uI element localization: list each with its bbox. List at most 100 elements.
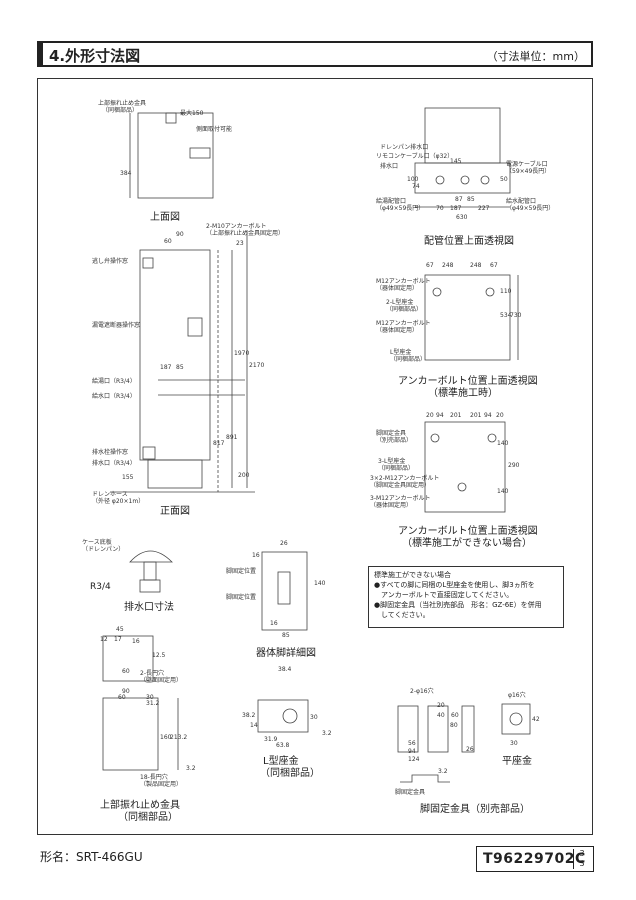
dim-891: 891 (226, 434, 238, 441)
label-water-pipe: 給水配管口 (506, 198, 537, 205)
dim-63.8: 63.8 (276, 742, 290, 749)
anchor2-hole-c (457, 482, 467, 492)
label-drain-window: 排水栓操作窓 (92, 449, 129, 456)
dim-630: 630 (456, 214, 468, 221)
label-case-bottom: ケース底板 (82, 539, 112, 546)
label-hot-out: 給湯口（R3/4） (92, 378, 136, 385)
label-m12a-sub: （器体固定用） (376, 285, 419, 292)
dim-40: 40 (437, 712, 445, 719)
label-hole18: 18-長円穴 (140, 774, 168, 781)
dim-94c: 94 (408, 748, 416, 755)
dim-16a: 16 (252, 552, 260, 559)
document-code-box: T96229702C 3 3 (476, 846, 594, 872)
caption-lbracket-line2: （同梱部品） (260, 768, 320, 779)
label-upper-stopper-sub: （同梱部品） (102, 107, 139, 114)
dim-94a: 94 (436, 412, 444, 419)
front-unit-body (139, 249, 211, 461)
dim-534: 534 (500, 312, 512, 319)
caption-front-view: 正面図 (160, 506, 190, 517)
note-line-4: してください。 (374, 611, 430, 619)
dim-60b: 60 (118, 694, 126, 701)
label-drain-hose: ドレンホース (92, 491, 128, 498)
lwasher-plate (257, 699, 309, 733)
drain-window (142, 446, 156, 460)
dim-187: 187 (160, 364, 172, 371)
drawing-frame (37, 78, 593, 835)
anchor2-hole-l (430, 433, 440, 443)
label-side-mount: 側面取付可能 (196, 126, 233, 133)
anchor1-hole-r (485, 287, 495, 297)
page-indicator: 3 3 (573, 849, 590, 869)
dim-16b: 16 (270, 620, 278, 627)
caption-fixing: 脚固定金具（別売部品） (420, 804, 530, 815)
label-leg-fix: 脚固定金具 (376, 430, 407, 437)
label-lwasher: 2-L型座金 (386, 299, 414, 306)
dim-14: 14 (250, 722, 258, 729)
caption-fixing-small: 脚固定金具 (395, 789, 426, 796)
leg-plate (261, 551, 308, 631)
label-power-cable-sub: （59×49長円） (506, 168, 551, 175)
label-m12d-sub: （器体固定用） (370, 502, 413, 509)
flat-washer-hole (509, 712, 523, 726)
unit-note: （寸法単位：mm） (486, 50, 585, 63)
dim-26: 26 (280, 540, 288, 547)
label-m12b: M12アンカーボルト (376, 320, 431, 327)
caption-anchor2-line1: アンカーボルト位置上面透視図 (398, 526, 538, 537)
dim-16c: 16 (132, 638, 140, 645)
label-l3: 3-L型座金 (378, 458, 406, 465)
dim-90: 90 (176, 231, 184, 238)
dim-12: 12 (100, 636, 108, 643)
label-drain-port: 排水口（R3/4） (92, 460, 136, 467)
label-water-in: 給水口（R3/4） (92, 393, 136, 400)
label-drain-port2: 排水口 (380, 163, 399, 170)
label-relief: 逃し弁操作窓 (92, 258, 129, 265)
dim-248b: 248 (470, 262, 482, 269)
top-view-bracket (165, 112, 177, 124)
dim-187b: 187 (450, 205, 462, 212)
anchor1-body (424, 274, 511, 361)
caption-lbracket-line1: L型座金 (263, 756, 299, 767)
dim-730: 730 (510, 312, 522, 319)
dim-23: 23 (236, 240, 244, 247)
dim-200: 200 (238, 472, 250, 479)
drain-dome (129, 550, 173, 563)
dim-140: 140 (314, 580, 326, 587)
label-lwasher2-sub: （同梱部品） (390, 356, 427, 363)
caption-upper-line1: 上部振れ止め金具 (100, 800, 180, 811)
caption-upper-line2: （同梱部品） (118, 812, 178, 823)
dim-67b: 67 (490, 262, 498, 269)
front-unit-base (147, 459, 203, 489)
dim-17: 17 (114, 636, 122, 643)
flat-washer (501, 703, 531, 735)
note-line-1: ●すべての脚に同梱のL型座金を使用し、脚3ヵ所を (374, 581, 535, 589)
dim-30c: 30 (510, 740, 518, 747)
pipe-view-body (414, 162, 511, 194)
caption-top-view: 上面図 (150, 212, 180, 223)
label-m10-sub: （上部振れ止め金具固定用） (206, 230, 285, 237)
label-lwasher-sub: （同梱部品） (386, 306, 423, 313)
label-m12b-sub: （器体固定用） (376, 327, 419, 334)
dim-20a: 20 (426, 412, 434, 419)
anchor2-hole-r (487, 433, 497, 443)
section-title: 4.外形寸法図 (49, 47, 141, 65)
dim-3.2c: 3.2 (438, 768, 448, 775)
dim-80: 80 (450, 722, 458, 729)
dim-85b: 85 (467, 196, 475, 203)
label-leg-fix-pos1: 脚固定位置 (226, 568, 257, 575)
dim-85: 85 (176, 364, 184, 371)
dim-1970: 1970 (234, 350, 250, 357)
dim-20c: 20 (437, 702, 445, 709)
page-total: 3 (579, 859, 585, 868)
label-power-cable: 電源ケーブル口 (506, 161, 548, 168)
section-header: 4.外形寸法図 （寸法単位：mm） (37, 41, 593, 67)
dim-30a: 30 (310, 714, 318, 721)
note-line-3: ●脚固定金具（当社別売部品 形名：GZ-6E）を併用 (374, 601, 542, 609)
dim-213.2: 213.2 (170, 734, 188, 741)
anchor1-hole-l (432, 287, 442, 297)
note-line-2: アンカーボルトで直接固定してください。 (374, 591, 514, 599)
label-leak: 漏電遮断器操作窓 (92, 322, 141, 329)
dim-817: 817 (213, 440, 225, 447)
leak-window (187, 317, 203, 337)
model-name: 形名：SRT-466GU (40, 850, 143, 864)
dim-50: 50 (500, 176, 508, 183)
